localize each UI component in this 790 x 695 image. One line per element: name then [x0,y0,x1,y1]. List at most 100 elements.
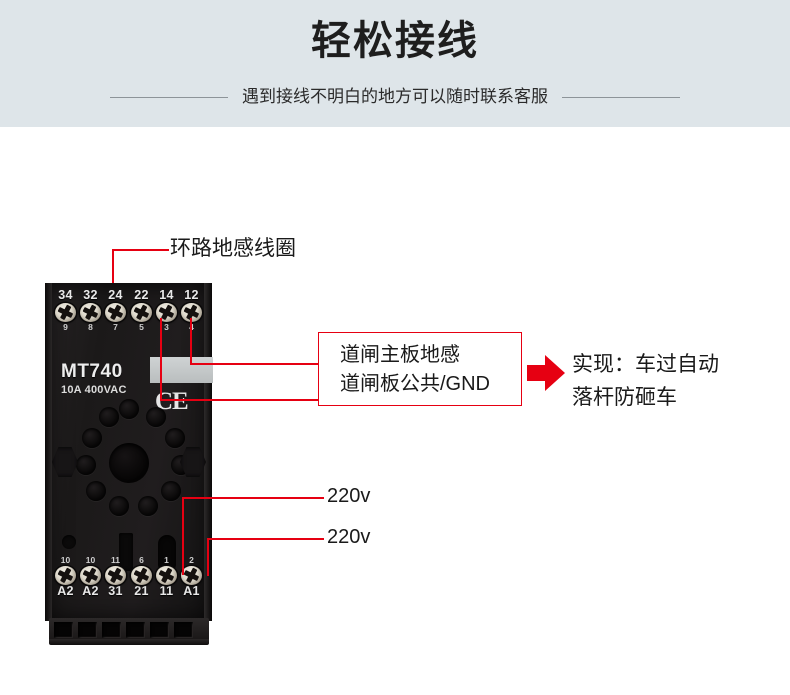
screw-icon [80,303,101,322]
terminal-pin: 9 [63,322,68,332]
screw-icon [105,566,126,585]
leader-line-common [160,318,162,401]
pin-hole [119,399,139,419]
subtitle-rule-right [562,96,680,98]
screw-icon [156,303,177,322]
bottom-connector [49,618,209,643]
screw-icon [156,566,177,585]
connector-slot [174,622,193,638]
terminal-label: A1 [183,584,200,598]
center-slot [119,533,133,571]
label-power-1: 220v [327,485,371,507]
pin-hole [138,496,158,516]
pin-hole [165,428,185,448]
pin-hole [76,455,96,475]
terminal-pin: 6 [139,555,144,565]
pin-hole [86,481,106,501]
terminal-bottom-2: 10 A2 [78,555,103,598]
model-block: MT740 10A 400VAC [61,361,127,397]
pin-hole [82,428,102,448]
terminal-bottom-5: 1 11 [154,555,179,598]
terminal-label: A2 [82,584,99,598]
screw-icon [131,303,152,322]
board-box-line2: 道闸板公共/GND [340,373,490,395]
connector-slot [102,622,121,638]
terminal-label: A2 [57,584,74,598]
leader-line-sensor-h [190,363,319,365]
pin-hole [146,407,166,427]
leader-line-power1-h [182,497,324,499]
device-left-edge [45,283,52,621]
terminal-bottom-6: 2 A1 [179,555,204,598]
connector-slot [126,622,145,638]
terminal-bottom-3: 11 31 [103,555,128,598]
terminal-bottom-1: 10 A2 [53,555,78,598]
leader-line-power2 [207,538,209,576]
pin-hole-cluster [52,399,206,525]
connector-slot [78,622,97,638]
bracket-leader [112,249,169,251]
screw-icon [181,566,202,585]
pin-hole [161,481,181,501]
screw-icon [55,566,76,585]
terminal-top-2: 32 8 [78,289,103,332]
page-title: 轻松接线 [311,19,479,63]
screw-icon [80,566,101,585]
terminal-label: 34 [58,288,73,302]
subtitle-row: 遇到接线不明白的地方可以随时联系客服 [0,84,790,110]
leader-line-power1 [182,497,184,575]
terminal-label: 32 [83,288,98,302]
label-power-2: 220v [327,526,371,548]
header-band [0,0,790,127]
result-line1: 实现：车过自动 [572,353,719,376]
terminal-bottom-4: 6 21 [129,555,154,598]
terminal-top-3: 24 7 [103,289,128,332]
screw-icon [105,303,126,322]
leader-line-power2-h [207,538,324,540]
terminal-label: 22 [134,288,149,302]
terminal-label: 14 [159,288,174,302]
terminal-pin: 2 [189,555,194,565]
device-right-edge [204,283,212,621]
pin-hole [99,407,119,427]
terminal-label: 11 [159,584,174,598]
terminal-pin: 3 [164,322,169,332]
terminal-pin: 11 [111,555,120,565]
screw-icon [131,566,152,585]
terminal-top-5: 14 3 [154,289,179,332]
leader-line-sensor [190,318,192,365]
terminal-pin: 1 [164,555,169,565]
bottom-terminal-row: 10 A2 10 A2 11 31 6 21 1 11 2 A1 [52,555,205,617]
terminal-label: 21 [134,584,149,598]
pin-hole [109,496,129,516]
connector-slot [54,622,73,638]
terminal-label: 31 [108,584,123,598]
screw-icon [181,303,202,322]
center-hole [109,443,149,483]
terminal-pin: 7 [113,322,118,332]
result-text: 实现：车过自动 落杆防砸车 [572,348,719,414]
subtitle-text: 遇到接线不明白的地方可以随时联系客服 [242,87,548,106]
leader-line-common-h [160,399,319,401]
label-loop-coil: 环路地感线圈 [170,237,296,260]
connector-base [49,639,209,645]
terminal-label: 24 [108,288,123,302]
model-name: MT740 [61,361,123,382]
terminal-top-1: 34 9 [53,289,78,332]
model-rating: 10A 400VAC [61,384,127,396]
arrow-right-icon [527,355,565,391]
subtitle-rule-left [110,96,228,98]
top-terminal-row: 34 9 32 8 24 7 22 5 14 3 12 4 [52,289,205,347]
board-box-line1: 道闸主板地感 [340,344,460,366]
terminal-pin: 8 [88,322,93,332]
bracket-stem [112,249,114,284]
relay-socket-device: 34 9 32 8 24 7 22 5 14 3 12 4 [45,283,213,645]
terminal-pin: 10 [85,555,96,565]
screw-icon [55,303,76,322]
small-hole [62,535,76,549]
board-connection-box: 道闸主板地感 道闸板公共/GND [318,332,522,406]
oval-hole [158,535,176,573]
terminal-top-4: 22 5 [129,289,154,332]
result-line2: 落杆防砸车 [572,386,677,409]
terminal-pin: 10 [60,555,71,565]
